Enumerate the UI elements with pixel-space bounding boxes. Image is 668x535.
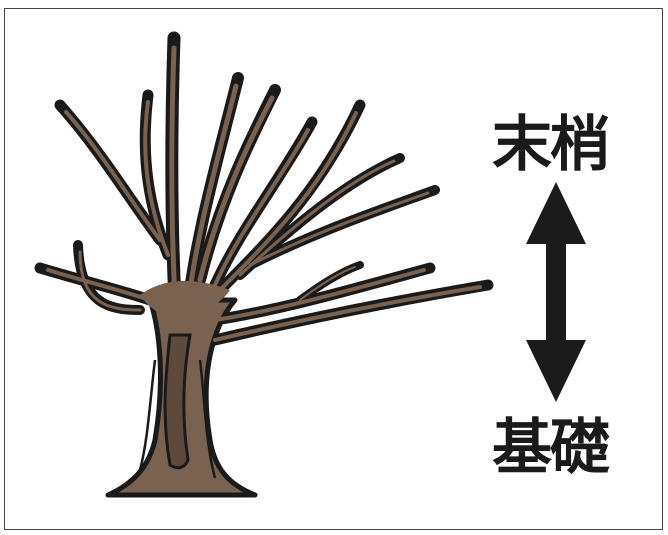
- tree-outline: [34, 31, 494, 346]
- label-distal: 末梢: [492, 110, 610, 180]
- double-arrow-vertical-icon: [526, 182, 586, 402]
- trunk-detail-line: [198, 359, 217, 479]
- label-basal: 基礎: [492, 413, 610, 483]
- trunk-fork: [140, 280, 230, 318]
- trunk-hollow: [163, 333, 192, 470]
- tree-bark-fill: [46, 45, 482, 342]
- trunk-detail-line: [138, 359, 157, 471]
